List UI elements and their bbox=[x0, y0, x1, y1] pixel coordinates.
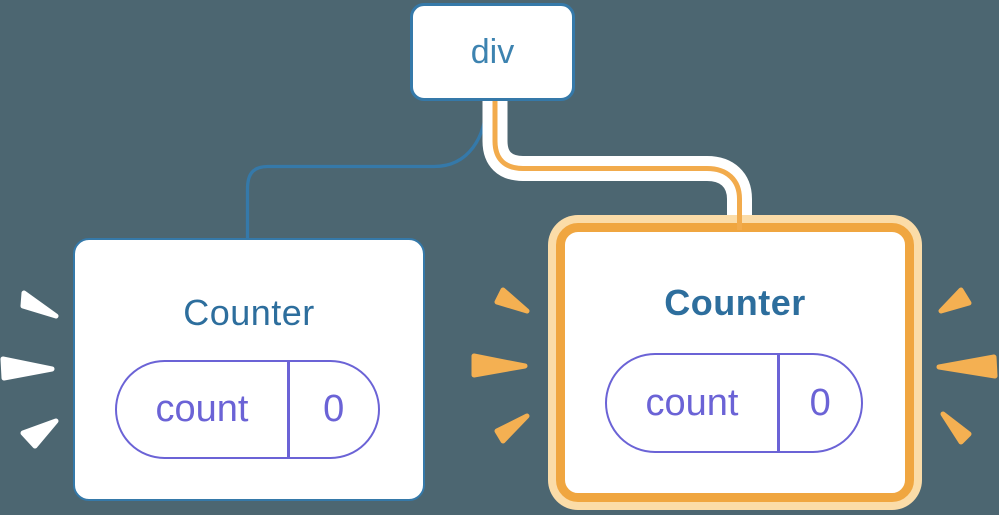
sparkle-group-orange-left bbox=[471, 287, 530, 444]
state-value: 0 bbox=[323, 388, 345, 430]
sparkle-ray-orange-icon bbox=[471, 353, 528, 378]
state-pill: count 0 bbox=[605, 353, 863, 453]
sparkle-ray-orange-icon bbox=[494, 287, 530, 314]
sparkle-ray-orange-icon bbox=[936, 354, 998, 379]
state-key: count bbox=[155, 388, 249, 430]
state-pill: count 0 bbox=[115, 360, 380, 459]
pill-divider bbox=[777, 355, 780, 451]
sparkle-ray-white-icon bbox=[20, 290, 59, 319]
edge-casing bbox=[482, 100, 752, 216]
counter-card-right-highlight: Counter count 0 bbox=[548, 215, 922, 510]
sparkle-ray-orange-icon bbox=[940, 411, 972, 445]
state-key: count bbox=[645, 381, 739, 424]
edge-stub bbox=[737, 213, 742, 230]
edge-to-right-counter bbox=[492, 100, 742, 230]
root-node-label: div bbox=[470, 32, 515, 71]
root-node-div: div bbox=[410, 3, 575, 101]
counter-card-right: Counter count 0 bbox=[556, 223, 914, 502]
sparkle-group-orange-right bbox=[936, 287, 998, 445]
sparkle-ray-orange-icon bbox=[938, 287, 972, 314]
edge-to-left-counter bbox=[245, 99, 489, 240]
pill-divider bbox=[287, 362, 290, 457]
state-value: 0 bbox=[809, 381, 831, 424]
counter-title: Counter bbox=[183, 292, 315, 333]
sparkle-ray-orange-icon bbox=[494, 413, 530, 444]
sparkle-ray-white-icon bbox=[0, 356, 55, 381]
sparkle-group-white bbox=[0, 290, 59, 449]
sparkle-ray-white-icon bbox=[20, 418, 59, 449]
counter-card-left: Counter count 0 bbox=[73, 238, 425, 501]
counter-title: Counter bbox=[664, 282, 806, 323]
